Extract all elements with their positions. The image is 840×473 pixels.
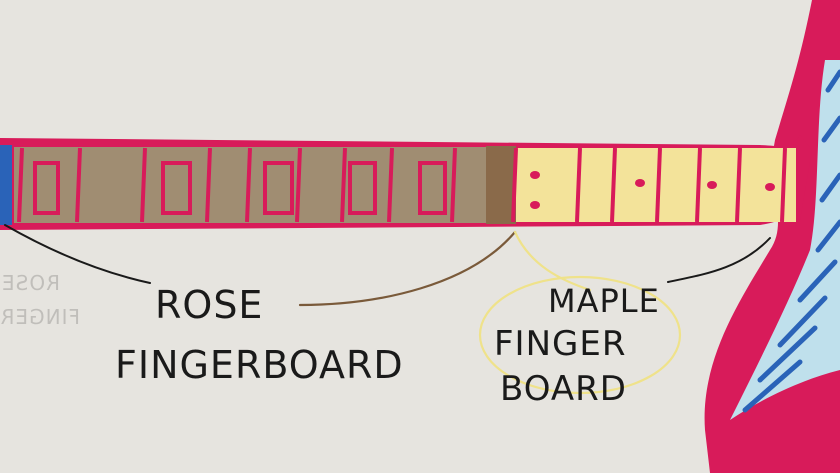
maple-label: MAPLE FINGER BOARD (494, 282, 660, 409)
rose-inlays (33, 161, 447, 215)
rose-label-line2: FINGERBOARD (115, 343, 404, 387)
fret (295, 147, 302, 223)
maple-label-line3: BOARD (500, 369, 627, 409)
fret (575, 147, 582, 223)
maple-dot-inlay-icon (765, 183, 775, 191)
fret (610, 147, 617, 223)
rose-inlay-icon (418, 161, 447, 215)
fret (140, 147, 147, 223)
fret (655, 147, 662, 223)
maple-label-line1: MAPLE (548, 282, 660, 320)
guitar-body (704, 0, 840, 473)
fret (450, 147, 457, 223)
body-hatching (742, 69, 840, 413)
maple-dot-inlay-icon (707, 181, 717, 189)
rose-fingerboard-dark-end (486, 146, 516, 224)
fret (245, 147, 252, 223)
maple-dot-inlay-icon (530, 171, 540, 179)
nut-left-edge (0, 145, 12, 225)
maple-leader-right (667, 237, 771, 283)
maple-dot-inlay-icon (530, 201, 540, 209)
maple-dot-inlay-icon (635, 179, 645, 187)
rose-leader-right (298, 230, 517, 307)
rose-label: ROSE FINGERBOARD (115, 283, 404, 387)
fret (17, 147, 24, 223)
fret (735, 147, 742, 223)
fret (387, 147, 394, 223)
rose-label-line1: ROSE (155, 283, 263, 327)
fret (205, 147, 212, 223)
fret (695, 147, 702, 223)
maple-inlays (530, 171, 775, 209)
bleed-through-text: ROSE FINGER (0, 271, 80, 329)
frets (17, 147, 787, 223)
rose-inlay-icon (161, 161, 192, 215)
bleed-through-line: FINGER (0, 305, 80, 329)
leader-lines (4, 224, 771, 395)
bleed-through-line: ROSE (1, 271, 60, 295)
maple-label-circle (478, 275, 682, 395)
rose-inlay-icon (263, 161, 294, 215)
rose-inlay-icon (33, 161, 60, 215)
fret (780, 147, 787, 223)
fret (340, 147, 347, 223)
maple-leader-left (513, 230, 592, 292)
guitar-neck (0, 135, 812, 230)
rose-leader-left (4, 224, 151, 284)
rose-inlay-icon (348, 161, 377, 215)
maple-label-line2: FINGER (494, 324, 626, 364)
fret (511, 147, 518, 223)
fret (75, 147, 82, 223)
